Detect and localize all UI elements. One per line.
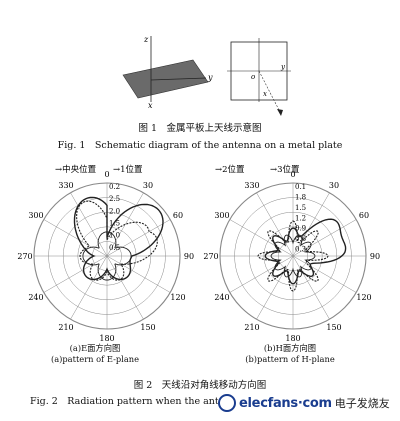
angle-tick-label: 330 (58, 181, 73, 190)
fig2a-caption-zh: (a)E面方向图 (69, 343, 121, 353)
radial-tick-label: 0.3 (295, 246, 306, 254)
angle-tick-label: 210 (58, 323, 73, 332)
polar-spoke (70, 255, 108, 320)
radial-tick-label: 2.0 (109, 207, 120, 215)
legend-entry: →中央位置 (55, 164, 97, 175)
polar-spoke (229, 255, 294, 293)
polar-spoke (106, 255, 144, 320)
angle-tick-label: 0 (104, 170, 109, 179)
radial-tick-label: 2.5 (109, 195, 120, 203)
fig1-caption-en: Fig. 1 Schematic diagram of the antenna … (57, 140, 343, 151)
pattern-position-1 (76, 200, 158, 281)
polar-spoke (43, 219, 108, 257)
radial-tick-label: 0.1 (295, 183, 306, 191)
angle-tick-label: 270 (203, 252, 218, 261)
label-y-top: y (280, 63, 286, 71)
polar-spoke (229, 219, 294, 257)
angle-tick-label: 150 (326, 323, 341, 332)
pattern-inner (82, 231, 132, 281)
angle-tick-label: 90 (184, 252, 194, 261)
angle-tick-label: 240 (28, 293, 43, 302)
fig2b-caption-zh: (b)H面方向图 (263, 343, 317, 353)
angle-tick-label: 30 (329, 181, 339, 190)
angle-tick-label: 90 (370, 252, 380, 261)
y-axis (150, 77, 207, 81)
pattern-inner (270, 234, 316, 278)
angle-tick-label: 180 (285, 334, 300, 343)
angle-tick-label: 60 (173, 211, 183, 220)
watermark-logo-icon (218, 394, 236, 412)
polar-spoke (43, 255, 108, 293)
angle-tick-label: 0 (290, 170, 295, 179)
label-x: x (148, 101, 153, 110)
polar-spoke (292, 255, 330, 320)
metal-plate (122, 59, 209, 99)
fig1-3d-diagram: z y x (122, 35, 213, 110)
polar-spoke (292, 192, 330, 257)
fig1-top-view: o y x (227, 38, 291, 116)
fig2b-caption-en: (b)pattern of H-plane (245, 354, 335, 364)
angle-tick-label: 330 (244, 181, 259, 190)
angle-tick-label: 30 (143, 181, 153, 190)
angle-tick-label: 300 (214, 211, 229, 220)
angle-tick-label: 180 (99, 334, 114, 343)
fig2a-caption-en: (a)pattern of E-plane (50, 354, 140, 364)
radial-tick-label: 0.9 (295, 225, 306, 233)
polar-spoke (106, 192, 144, 257)
label-o: o (251, 73, 255, 81)
polar-spoke (70, 192, 108, 257)
angle-tick-label: 210 (244, 323, 259, 332)
pattern-center (73, 196, 164, 281)
fig1-caption-zh: 图 1 金属平板上天线示意图 (138, 123, 262, 134)
angle-tick-label: 300 (28, 211, 43, 220)
radial-tick-label: 0.2 (109, 183, 120, 191)
polar-spoke (292, 219, 357, 257)
polar-spoke (292, 255, 357, 293)
polar-plot-h-plane: 0 30 60 90 120 150 180 210 240 270 300 330 0.1 1.8 1.5… (203, 164, 380, 343)
legend-entry: →3位置 (270, 164, 300, 175)
polar-spoke (106, 219, 171, 257)
angle-tick-label: 120 (356, 293, 371, 302)
watermark-chinese: 电子发烧友 (334, 397, 390, 410)
pattern-position-3 (257, 220, 329, 292)
angle-tick-label: 120 (170, 293, 185, 302)
label-z: z (143, 35, 149, 44)
radial-tick-label: 1.8 (295, 193, 306, 201)
angle-tick-label: 150 (140, 323, 155, 332)
radial-tick-label: 0.6 (295, 235, 307, 243)
polar-plot-e-plane: 0 30 60 90 120 150 180 210 240 270 300 330 0.2 2.5 2.0… (17, 164, 194, 343)
legend-entry: →1位置 (113, 164, 143, 175)
radial-tick-label: 1.2 (295, 214, 306, 222)
watermark: elecfans·com 电子发烧友 (218, 392, 398, 414)
radial-tick-label: 1.0 (109, 232, 120, 240)
watermark-text: elecfans·com (239, 395, 332, 411)
diagonal-arrow-icon (277, 109, 283, 116)
polar-spoke (256, 255, 294, 320)
polar-spoke (106, 255, 171, 293)
legend-entry: →2位置 (215, 164, 245, 175)
radial-tick-label: 1.5 (295, 204, 306, 212)
fig2-caption-zh: 图 2 天线沿对角线移动方向图 (133, 380, 267, 391)
angle-tick-label: 60 (359, 211, 369, 220)
label-x-top: x (263, 90, 267, 98)
fig2-caption-en: Fig. 2 Radiation pattern when the antenn… (30, 396, 334, 407)
label-y: y (207, 73, 213, 82)
angle-tick-label: 240 (214, 293, 229, 302)
polar-spoke (256, 192, 294, 257)
angle-tick-label: 270 (17, 252, 32, 261)
diagonal-path (258, 70, 281, 113)
